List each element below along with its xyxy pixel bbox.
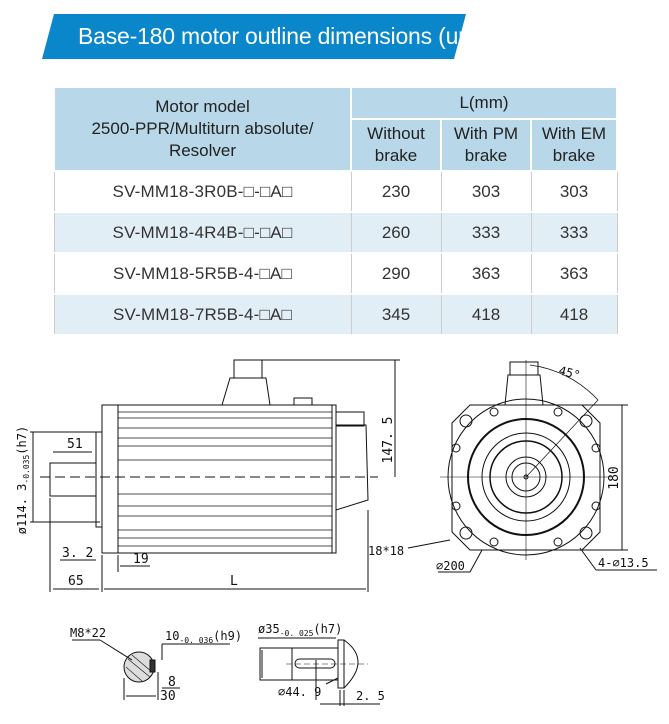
shaft-length-label: 51 bbox=[67, 437, 83, 452]
length-label: L bbox=[230, 574, 238, 589]
model-header-line: Resolver bbox=[168, 141, 237, 160]
dimensions-table: Motor model 2500-PPR/Multiturn absolute/… bbox=[53, 86, 618, 336]
model-cell: SV-MM18-3R0B-□-□A□ bbox=[53, 170, 352, 213]
table-row: SV-MM18-7R5B-4-□A□ 345 418 418 bbox=[53, 293, 618, 336]
gap-label: 2. 5 bbox=[356, 689, 385, 703]
pm-brake-cell: 418 bbox=[440, 293, 532, 336]
holes-label: 4-⌀13.5 bbox=[598, 556, 649, 570]
thread-label: M8*22 bbox=[70, 626, 106, 640]
table-row: SV-MM18-5R5B-4-□A□ 290 363 363 bbox=[53, 252, 618, 295]
table-row: SV-MM18-3R0B-□-□A□ 230 303 303 bbox=[53, 170, 618, 213]
flange-thickness-label: 19 bbox=[133, 552, 149, 567]
without-brake-cell: 290 bbox=[350, 252, 442, 295]
model-header-line: Motor model bbox=[155, 97, 250, 116]
l-header: L(mm) bbox=[350, 86, 618, 120]
boss-diameter-label: ⌀44. 9 bbox=[278, 685, 321, 699]
angle-label: 45° bbox=[557, 363, 582, 382]
model-cell: SV-MM18-4R4B-□-□A□ bbox=[53, 211, 352, 254]
without-brake-cell: 260 bbox=[350, 211, 442, 254]
shaft-total-label: 65 bbox=[68, 574, 84, 589]
shaft-section-drawing bbox=[72, 639, 230, 700]
height-dim-label: 147. 5 bbox=[381, 417, 396, 464]
chamfer-label: 18*18 bbox=[368, 544, 404, 558]
em-brake-cell: 303 bbox=[530, 170, 618, 213]
model-cell: SV-MM18-7R5B-4-□A□ bbox=[53, 293, 352, 336]
key-depth-label: 8 bbox=[168, 675, 176, 690]
em-brake-cell: 363 bbox=[530, 252, 618, 295]
square-dim-label: 180 bbox=[607, 466, 622, 489]
pm-brake-cell: 333 bbox=[440, 211, 532, 254]
pcd-label: ⌀200 bbox=[436, 559, 465, 573]
em-brake-cell: 333 bbox=[530, 211, 618, 254]
front-view-drawing bbox=[407, 360, 657, 573]
without-brake-cell: 345 bbox=[350, 293, 442, 336]
em-brake-cell: 418 bbox=[530, 293, 618, 336]
without-brake-cell: 230 bbox=[350, 170, 442, 213]
dim-30-label: 30 bbox=[160, 689, 176, 704]
side-view-drawing bbox=[30, 359, 400, 592]
model-header-line: 2500-PPR/Multiturn absolute/ bbox=[91, 119, 314, 138]
shaft-end-diameter-label: ø35-0. 025(h7) bbox=[258, 622, 342, 638]
shaft-end-drawing bbox=[258, 637, 380, 706]
shaft-diameter-label: ø114. 3-0.035(h7) bbox=[15, 426, 31, 534]
flange-dim-label: 3. 2 bbox=[62, 546, 93, 561]
key-width-label: 10-0. 036(h9) bbox=[165, 629, 242, 645]
pm-brake-cell: 303 bbox=[440, 170, 532, 213]
model-cell: SV-MM18-5R5B-4-□A□ bbox=[53, 252, 352, 295]
pm-brake-cell: 363 bbox=[440, 252, 532, 295]
model-header: Motor model 2500-PPR/Multiturn absolute/… bbox=[53, 86, 352, 172]
table-row: SV-MM18-4R4B-□-□A□ 260 333 333 bbox=[53, 211, 618, 254]
